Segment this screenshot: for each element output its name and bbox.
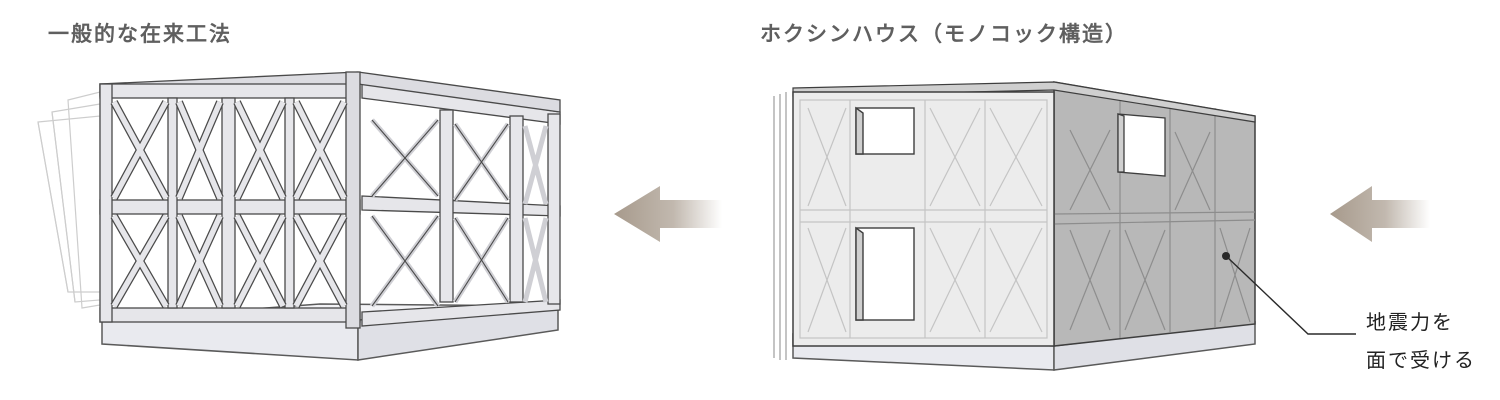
monocoque-building — [773, 81, 1356, 371]
callout-leader — [1222, 252, 1356, 335]
front-window-lower — [855, 226, 915, 321]
sway-ghost-frames — [37, 91, 101, 309]
right-side-wall-frame — [1053, 94, 1256, 338]
left-front-wall-frame — [99, 71, 361, 329]
panel-layers — [773, 92, 787, 360]
conventional-frame-building — [37, 71, 561, 361]
callout-text-line2: 面で受ける — [1366, 348, 1476, 372]
left-side-wall-frame — [361, 81, 561, 327]
conventional-method-title: 一般的な在来工法 — [48, 22, 232, 46]
right-front-wall-panel — [792, 91, 1055, 347]
force-arrow-icon — [614, 186, 722, 242]
right-front-wall-frame — [799, 99, 1048, 339]
callout-text-line1: 地震力を — [1366, 310, 1454, 334]
force-arrow-icon — [1330, 186, 1430, 242]
front-window-upper — [855, 106, 915, 155]
monocoque-structure-title: ホクシンハウス（モノコック構造） — [760, 22, 1128, 46]
left-front-braces — [110, 100, 348, 309]
side-window — [1117, 113, 1166, 177]
